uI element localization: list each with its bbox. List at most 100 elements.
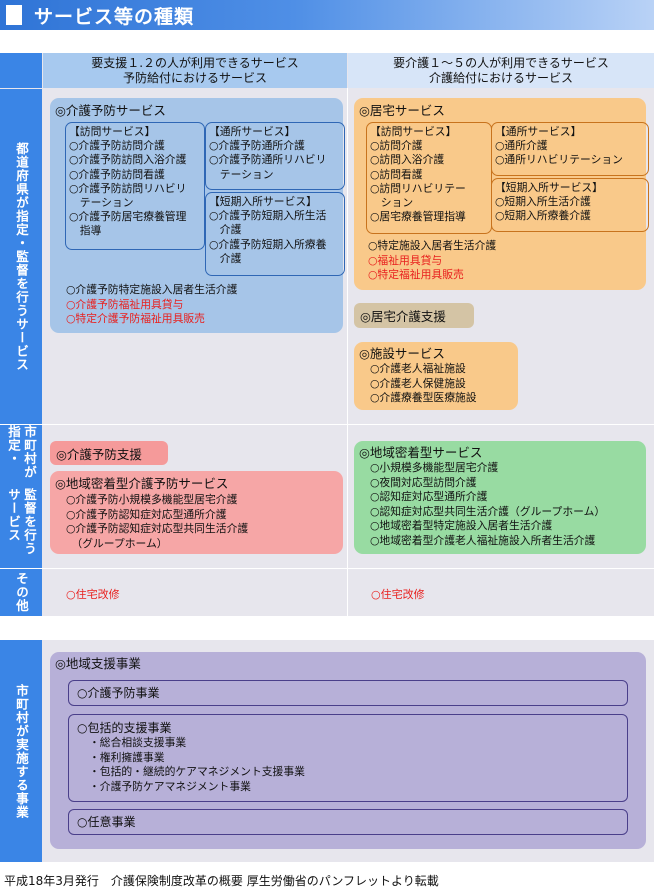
list-item: ○介護予防福祉用具貸与 — [66, 297, 184, 311]
prevention-community-title: ◎地域密着型介護予防サービス — [55, 476, 229, 491]
list-item: ○特定介護予防福祉用具販売 — [66, 312, 205, 325]
prevention-services-title: ◎介護予防サービス — [55, 103, 166, 118]
list-item: ○介護予防訪問入浴介護 — [69, 153, 187, 167]
row-label-prefecture: 都道府県が指定・監督を行うサービス — [0, 89, 42, 424]
row-label-other: その他 — [0, 569, 42, 616]
home-visit-box: 【訪問サービス】 ○訪問介護 ○訪問入浴介護 ○訪問看護 ○訪問リハビリテー シ… — [366, 122, 492, 234]
home-renovation-right: ○住宅改修 — [371, 588, 425, 601]
comprehensive-support-title: ○包括的支援事業 — [77, 721, 172, 735]
prevention-community-box: ◎地域密着型介護予防サービス ○介護予防小規模多機能型居宅介護 ○介護予防認知症… — [50, 471, 343, 554]
regional-support-title: ◎地域支援事業 — [55, 656, 141, 671]
list-item: ・介護予防ケアマネジメント事業 — [89, 779, 251, 793]
list-item: ○介護予防短期入所療養 — [209, 237, 327, 251]
list-item: ○介護老人保健施設 — [370, 376, 466, 390]
row-label-city-projects: 市町村が実施する事業 — [0, 640, 42, 862]
prevention-visit-title: 【訪問サービス】 — [69, 125, 156, 138]
title-banner: サービス等の種類 — [0, 0, 654, 30]
list-item: ○介護予防認知症対応型共同生活介護 — [66, 522, 249, 535]
care-support-box: ◎居宅介護支援 — [354, 303, 474, 328]
list-item: ○認知症対応型共同生活介護（グループホーム） — [370, 504, 606, 518]
prevention-short-box: 【短期入所サービス】 ○介護予防短期入所生活 介護 ○介護予防短期入所療養 介護 — [205, 192, 345, 276]
prevention-support-box: ◎介護予防支援 — [50, 441, 168, 465]
list-item: ○訪問介護 — [370, 139, 423, 153]
list-item: ○地域密着型特定施設入居者生活介護 — [370, 519, 553, 532]
prevention-day-title: 【通所サービス】 — [209, 125, 296, 138]
list-item: ○介護予防訪問看護 — [69, 167, 165, 181]
list-item: ○介護療養型医療施設 — [370, 391, 477, 404]
comprehensive-support-box: ○包括的支援事業 ・総合相談支援事業 ・権利擁護事業 ・包括的・継続的ケアマネジ… — [68, 714, 628, 802]
list-item: ○介護予防通所介護 — [209, 139, 305, 153]
list-item: ・権利擁護事業 — [89, 750, 165, 764]
list-item: ○介護予防通所リハビリ — [209, 153, 327, 167]
facility-services-list: ○介護老人福祉施設 ○介護老人保健施設 ○介護療養型医療施設 — [370, 362, 477, 406]
community-services-box: ◎地域密着型サービス ○小規模多機能型居宅介護 ○夜間対応型訪問介護 ○認知症対… — [354, 441, 646, 554]
list-item: ○特定福祉用具販売 — [368, 268, 464, 281]
row-divider-2 — [0, 568, 654, 569]
home-day-title: 【通所サービス】 — [495, 125, 582, 138]
list-item: ○短期入所生活介護 — [495, 195, 591, 209]
list-item: ○介護予防訪問介護 — [69, 139, 165, 153]
prevention-services-box: ◎介護予防サービス 【訪問サービス】 ○介護予防訪問介護 ○介護予防訪問入浴介護… — [50, 98, 345, 333]
list-item: ○訪問リハビリテー — [370, 181, 466, 195]
list-item: ○地域密着型介護老人福祉施設入所者生活介護 — [370, 533, 596, 547]
column-header-right-line2: 介護給付におけるサービス — [428, 70, 573, 85]
home-services-title: ◎居宅サービス — [359, 103, 445, 118]
prevention-visit-box: 【訪問サービス】 ○介護予防訪問介護 ○介護予防訪問入浴介護 ○介護予防訪問看護… — [65, 122, 205, 250]
optional-project-label: ○任意事業 — [77, 815, 136, 829]
row-label-city: 市町村が指定・監督を行うサービス — [0, 425, 42, 568]
home-short-box: 【短期入所サービス】 ○短期入所生活介護 ○短期入所療養介護 — [491, 178, 649, 232]
list-item: ○介護予防短期入所生活 — [209, 209, 327, 223]
row-label-city-line2: 監督を行うサービス — [6, 487, 37, 556]
community-services-list: ○小規模多機能型居宅介護 ○夜間対応型訪問介護 ○認知症対応型通所介護 ○認知症… — [370, 461, 605, 548]
list-item: テーション — [69, 196, 134, 210]
prevention-community-list: ○介護予防小規模多機能型居宅介護 ○介護予防認知症対応型通所介護 ○介護予防認知… — [66, 493, 248, 551]
column-header-left-line1: 要支援１.２の人が利用できるサービス — [91, 55, 299, 70]
column-header-left: 要支援１.２の人が利用できるサービス 予防給付におけるサービス — [43, 53, 347, 88]
list-item: ○夜間対応型訪問介護 — [370, 475, 477, 489]
list-item: ○特定施設入居者生活介護 — [368, 239, 497, 252]
source-footer: 平成18年3月発行 介護保険制度改革の概要 厚生労働省のパンフレットより転載 — [4, 874, 439, 888]
regional-support-box: ◎地域支援事業 ○介護予防事業 ○包括的支援事業 ・総合相談支援事業 ・権利擁護… — [50, 652, 646, 849]
list-item: ○介護予防訪問リハビリ — [69, 181, 187, 195]
list-item: ○介護予防特定施設入居者生活介護 — [66, 283, 238, 296]
list-item: 指導 — [69, 224, 102, 238]
list-item: ○小規模多機能型居宅介護 — [370, 461, 499, 474]
list-item: 介護 — [209, 251, 242, 265]
comprehensive-support-list: ・総合相談支援事業 ・権利擁護事業 ・包括的・継続的ケアマネジメント支援事業 ・… — [77, 736, 619, 794]
list-item: ○介護予防居宅療養管理 — [69, 210, 187, 224]
list-item: ○介護老人福祉施設 — [370, 362, 466, 375]
list-item: ・総合相談支援事業 — [89, 736, 187, 749]
list-item: ション — [370, 196, 414, 210]
prevention-project-label: ○介護予防事業 — [77, 686, 160, 700]
list-item: ・包括的・継続的ケアマネジメント支援事業 — [89, 765, 305, 778]
home-visit-title: 【訪問サービス】 — [370, 125, 457, 138]
home-renovation-left: ○住宅改修 — [66, 588, 120, 601]
list-item: ○福祉用具貸与 — [368, 253, 443, 267]
prevention-short-title: 【短期入所サービス】 — [209, 195, 317, 208]
prevention-extra: ○介護予防特定施設入居者生活介護 ○介護予防福祉用具貸与 ○特定介護予防福祉用具… — [66, 283, 237, 327]
row-label-city-line1: 市町村が指定・ — [6, 425, 37, 479]
facility-services-box: ◎施設サービス ○介護老人福祉施設 ○介護老人保健施設 ○介護療養型医療施設 — [354, 342, 518, 410]
column-header-left-line2: 予防給付におけるサービス — [122, 70, 267, 85]
list-item: ○訪問入浴介護 — [370, 153, 445, 167]
column-header-right-line1: 要介護１～５の人が利用できるサービス — [393, 55, 609, 70]
optional-project-box: ○任意事業 — [68, 809, 628, 835]
home-extra: ○特定施設入居者生活介護 ○福祉用具貸与 ○特定福祉用具販売 — [368, 239, 496, 283]
page-title: サービス等の種類 — [34, 6, 195, 28]
list-item: ○通所介護 — [495, 139, 548, 153]
community-services-title: ◎地域密着型サービス — [359, 445, 483, 460]
list-item: ○居宅療養管理指導 — [370, 210, 466, 224]
prevention-project-box: ○介護予防事業 — [68, 680, 628, 706]
list-item: ○訪問看護 — [370, 167, 423, 181]
list-item: ○介護予防認知症対応型通所介護 — [66, 507, 227, 521]
header-corner — [0, 53, 42, 88]
home-short-title: 【短期入所サービス】 — [495, 181, 603, 194]
list-item: ○介護予防小規模多機能型居宅介護 — [66, 493, 238, 506]
list-item: 介護 — [209, 223, 242, 237]
column-header-right: 要介護１～５の人が利用できるサービス 介護給付におけるサービス — [348, 53, 654, 88]
column-divider — [347, 88, 348, 616]
banner-marker — [6, 5, 22, 25]
row-divider-1 — [0, 424, 654, 425]
home-day-box: 【通所サービス】 ○通所介護 ○通所リハビリテーション — [491, 122, 649, 176]
list-item: ○認知症対応型通所介護 — [370, 490, 488, 503]
